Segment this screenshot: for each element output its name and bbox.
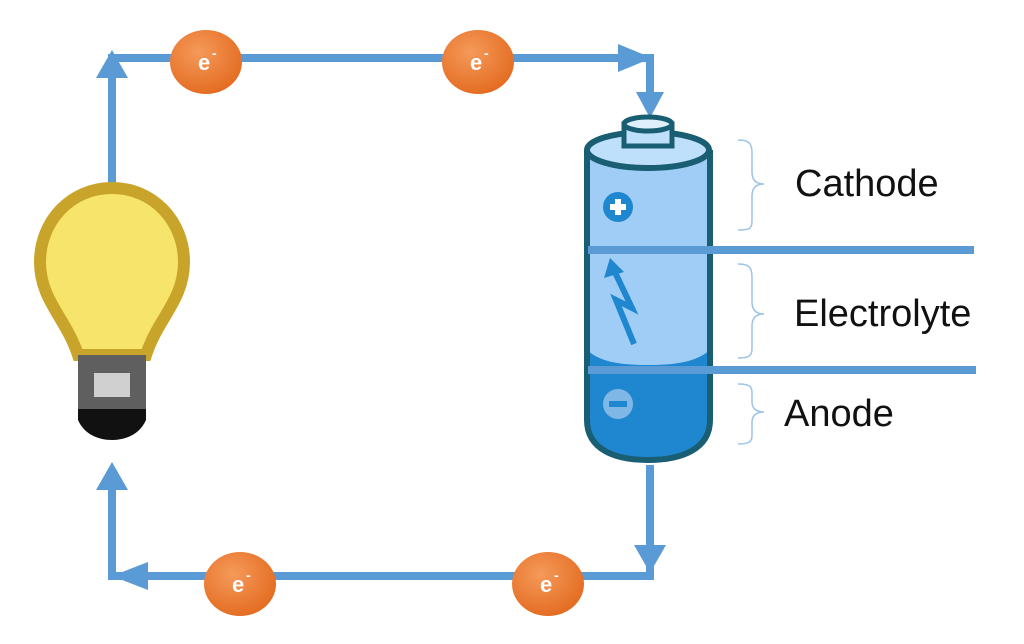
bulb-tip — [78, 409, 146, 440]
electron-symbol: e — [232, 572, 244, 597]
arrow-up-into-bulb — [96, 462, 128, 490]
plus-circle-icon — [603, 192, 633, 222]
flow-arrows — [96, 44, 666, 590]
arrow-left-bottom — [112, 562, 148, 590]
battery-outline — [584, 150, 713, 464]
arrow-right-top — [618, 44, 652, 72]
electron-charge: - — [212, 45, 217, 61]
arrow-down-bottom-right — [634, 545, 666, 573]
electron-symbol: e — [198, 50, 210, 75]
battery-terminal-top — [621, 114, 675, 134]
circuit-wires — [108, 54, 654, 580]
electron-charge: - — [246, 567, 251, 583]
top-wire — [108, 54, 654, 188]
lightning-bolt-icon — [604, 258, 639, 346]
label-braces — [737, 139, 765, 445]
separator-cathode-electrolyte — [588, 246, 974, 254]
electron-bottom-2: e - — [512, 552, 584, 616]
minus-circle-icon — [603, 389, 633, 419]
electron-symbol: e — [540, 572, 552, 597]
battery-icon — [584, 114, 713, 464]
bulb-socket-window — [94, 373, 130, 397]
electron-top-2: e - — [442, 30, 514, 94]
arrow-down-into-battery — [636, 92, 664, 118]
battery-anode-fill — [587, 350, 710, 460]
cathode-label: Cathode — [795, 163, 939, 205]
bulb-glass — [33, 181, 191, 361]
separator-electrolyte-anode — [588, 366, 976, 374]
electrolyte-label: Electrolyte — [794, 293, 971, 335]
anode-label: Anode — [784, 393, 894, 435]
electron-symbol: e — [470, 50, 482, 75]
layer-separators — [588, 246, 976, 374]
electron-charge: - — [554, 567, 559, 583]
bottom-wire — [108, 465, 654, 580]
electron-top-1: e - — [170, 30, 242, 94]
brace-electrolyte — [737, 263, 765, 359]
light-bulb-icon — [33, 181, 191, 440]
brace-anode — [737, 383, 765, 445]
brace-cathode — [737, 139, 765, 231]
arrow-up-top-left — [96, 50, 128, 78]
electron-bottom-1: e - — [204, 552, 276, 616]
electron-charge: - — [484, 45, 489, 61]
